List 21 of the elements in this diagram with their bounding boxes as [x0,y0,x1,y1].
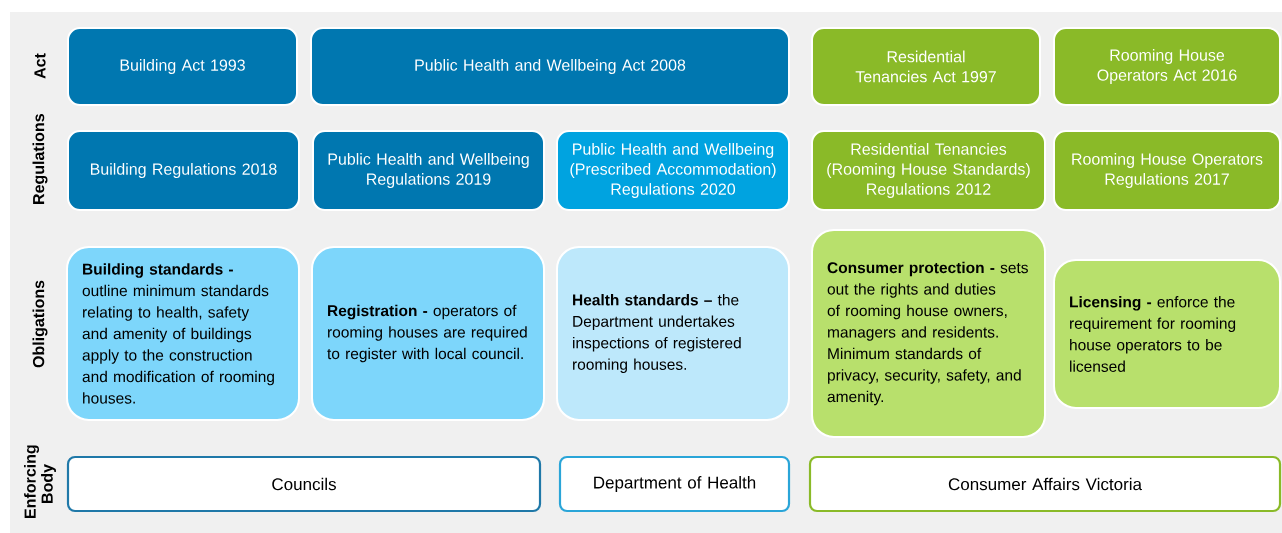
regulation-box: Building Regulations 2018 [67,130,300,211]
act-box: Residential Tenancies Act 1997 [811,27,1041,106]
regulation-box: Public Health and Wellbeing Regulations 2019 [312,130,545,211]
regulation-box: Rooming House Operators Regulations 2017 [1053,130,1281,211]
row-label: Obligations [32,280,48,368]
act-box: Public Health and Wellbeing Act 2008 [310,27,790,106]
obligation-box: Consumer protection - sets out the rights and duties of rooming house owners, managers and residents. Minimum standards of privacy, security, safety, and amenity. [811,229,1046,438]
act-box: Rooming House Operators Act 2016 [1053,27,1281,106]
row-label: Act [34,53,46,79]
obligation-box: Registration - operators of rooming houses are required to register with local council. [311,246,545,421]
row-label: Enforcing Body [24,445,56,518]
enforcing-body-box: Councils [66,455,542,513]
enforcing-body-box: Department of Health [558,455,791,513]
regulation-box: Residential Tenancies (Rooming House Standards) Regulations 2012 [811,130,1046,211]
act-box: Building Act 1993 [67,27,298,106]
enforcing-body-box: Consumer Affairs Victoria [808,455,1282,513]
obligation-box: Health standards – the Department undertakes inspections of registered rooming houses. [556,246,790,421]
obligation-box: Building standards - outline minimum standards relating to health, safety and amenity of buildings apply to the construction and modification of rooming houses. [66,246,300,421]
obligation-box: Licensing - enforce the requirement for rooming house operators to be licensed [1053,259,1281,409]
regulation-box: Public Health and Wellbeing (Prescribed Accommodation) Regulations 2020 [556,130,790,211]
row-label: Regulations [32,114,48,204]
